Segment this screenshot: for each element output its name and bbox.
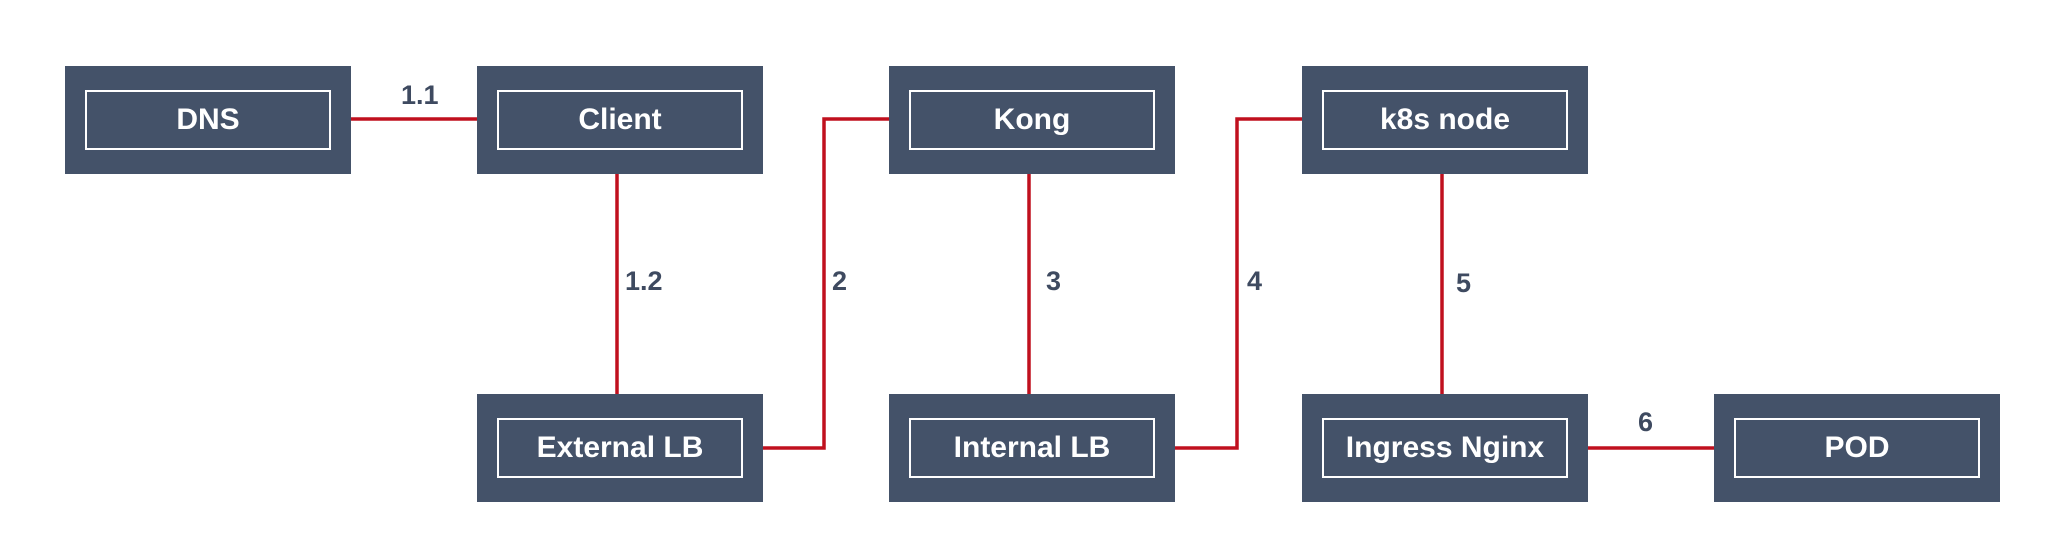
node-internal-lb-label: Internal LB	[909, 418, 1155, 478]
node-external-lb-label: External LB	[497, 418, 743, 478]
node-k8s-node-label: k8s node	[1322, 90, 1568, 150]
edge-label-1-1: 1.1	[401, 80, 439, 110]
node-dns: DNS	[65, 66, 351, 174]
edge-label-2: 2	[832, 266, 848, 296]
node-kong-label: Kong	[909, 90, 1155, 150]
node-kong: Kong	[889, 66, 1175, 174]
edge-label-3: 3	[1046, 266, 1062, 296]
edge-label-4: 4	[1247, 266, 1263, 296]
node-pod-label: POD	[1734, 418, 1980, 478]
node-pod: POD	[1714, 394, 2000, 502]
node-client: Client	[477, 66, 763, 174]
node-k8s-node: k8s node	[1302, 66, 1588, 174]
node-internal-lb: Internal LB	[889, 394, 1175, 502]
node-ingress-nginx: Ingress Nginx	[1302, 394, 1588, 502]
node-dns-label: DNS	[85, 90, 331, 150]
edge-label-1-2: 1.2	[625, 266, 663, 296]
node-external-lb: External LB	[477, 394, 763, 502]
node-client-label: Client	[497, 90, 743, 150]
edge-label-5: 5	[1456, 268, 1472, 298]
node-ingress-nginx-label: Ingress Nginx	[1322, 418, 1568, 478]
edge-label-6: 6	[1638, 407, 1654, 437]
edge-external-lb-to-kong	[740, 114, 908, 450]
edge-internal-lb-to-k8s-node	[1152, 114, 1321, 450]
